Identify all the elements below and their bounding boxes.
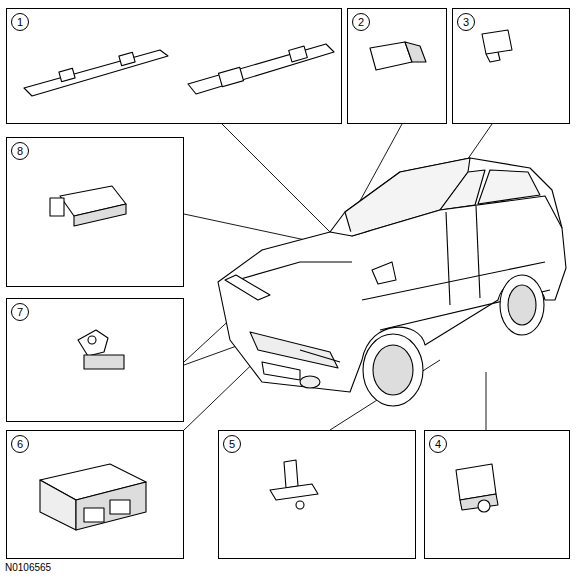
callout-number: 2	[352, 13, 370, 31]
callout-panel: 2	[347, 8, 447, 124]
callout-panel: 6	[6, 430, 184, 559]
callout-number: 8	[11, 142, 29, 160]
callout-panel: 7	[6, 298, 184, 422]
callout-panel: 1	[6, 8, 342, 124]
car-body	[218, 158, 566, 406]
figure-code: N0106565	[5, 562, 51, 573]
callout-number: 6	[11, 435, 29, 453]
callout-panel: 8	[6, 137, 184, 287]
callout-number: 1	[11, 13, 29, 31]
callout-number: 3	[457, 13, 475, 31]
callout-panel: 3	[452, 8, 570, 124]
callout-number: 4	[429, 435, 447, 453]
callout-panel: 4	[424, 430, 570, 559]
callout-number: 5	[223, 435, 241, 453]
callout-panel: 5	[218, 430, 416, 559]
callout-number: 7	[11, 303, 29, 321]
component-icons	[24, 30, 512, 530]
